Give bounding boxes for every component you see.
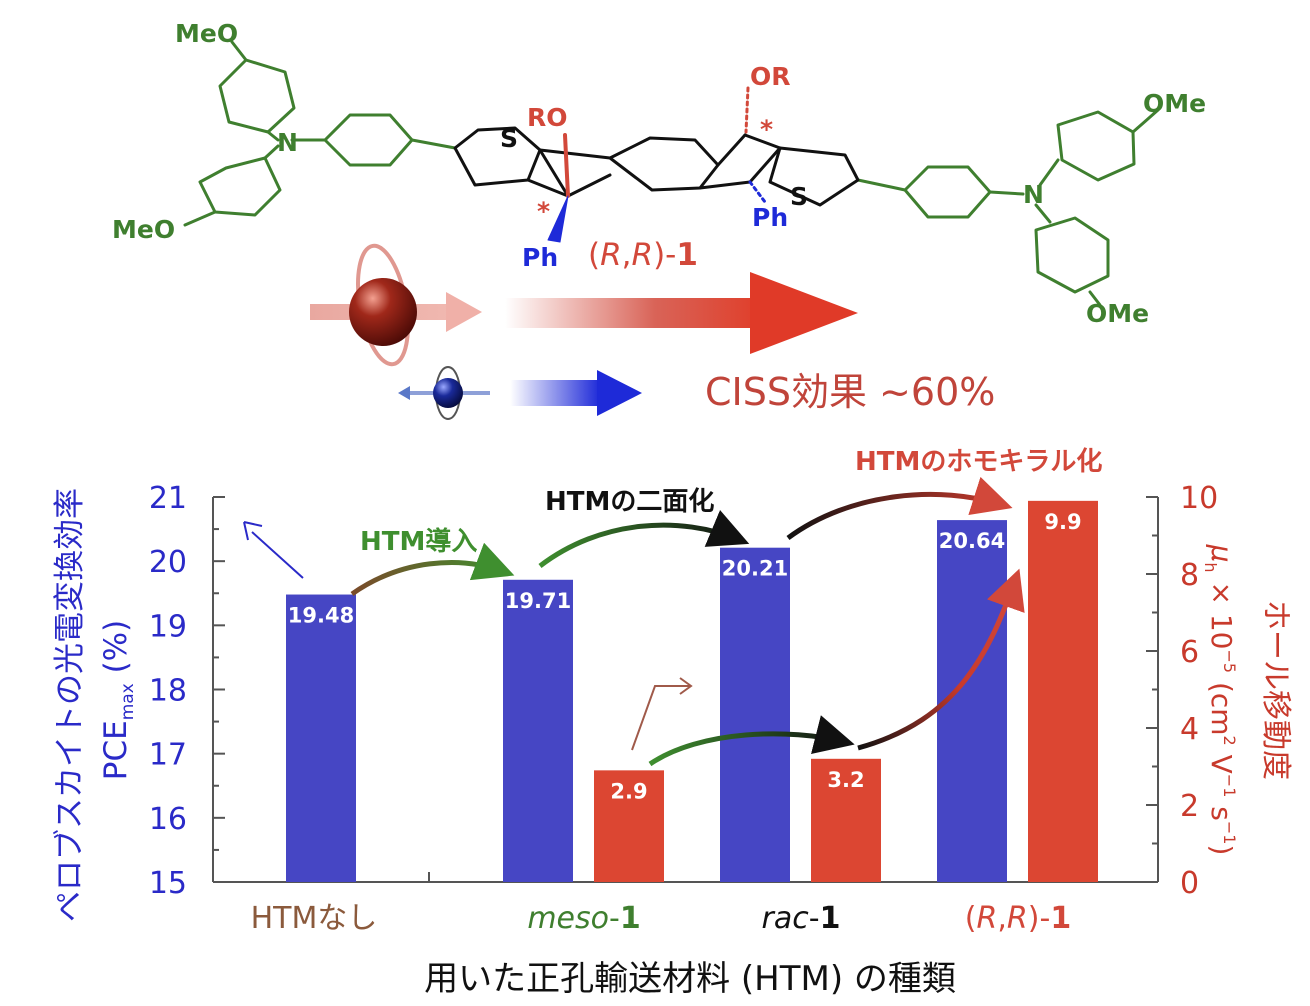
category-label: rac-1	[762, 901, 841, 936]
right-tick-label: 4	[1180, 712, 1199, 747]
pce-bar	[503, 579, 573, 882]
right-axis-indicator-line	[631, 685, 690, 751]
mobility-bar	[811, 758, 881, 882]
meo-bottom-left: MeO	[112, 215, 175, 244]
category-label: (R,R)-1	[965, 901, 1071, 936]
arrow-htm-homochiral	[786, 476, 1013, 541]
blue-spin-ball	[433, 378, 463, 408]
right-triarylamine	[856, 108, 1160, 307]
n-right: N	[1023, 180, 1044, 209]
blue-arrow-shaft	[510, 380, 600, 406]
right-tick-label: 0	[1180, 866, 1199, 901]
s-right: S	[790, 182, 808, 211]
ome-top-right: OMe	[1143, 89, 1206, 118]
left-tick-label: 17	[149, 738, 187, 773]
blue-spin-arrowhead	[398, 386, 410, 400]
right-tick-label: 2	[1180, 789, 1199, 824]
left-tick-label: 15	[149, 866, 187, 901]
pce-bar-label: 20.21	[722, 557, 788, 581]
pce-bar-label: 20.64	[939, 529, 1005, 553]
core-ring-system	[453, 126, 860, 207]
pce-bar-label: 19.71	[505, 589, 571, 613]
red-arrow-head	[750, 272, 858, 354]
mobility-bar	[594, 770, 664, 882]
right-tick-label: 10	[1180, 481, 1218, 516]
left-triarylamine	[183, 40, 457, 227]
star-right: *	[760, 115, 773, 144]
ph-right: Ph	[752, 203, 788, 232]
pce-bar-label: 19.48	[288, 604, 354, 628]
left-axis-title-pce: PCEmax (%)	[98, 620, 138, 780]
annotation-htm-intro: HTM導入	[360, 526, 477, 557]
right-axis-title-unit: μh × 10−5 (cm2 V−1 s−1)	[1201, 544, 1239, 856]
arrow-mobility-homochiral	[857, 568, 1025, 751]
left-tick-label: 18	[149, 674, 187, 709]
molecule-labels: MeO MeO OMe OMe N N S S RO OR Ph Ph * *	[112, 19, 1206, 328]
pce-bar	[720, 547, 790, 882]
arrow-mobility-dimer	[648, 715, 855, 767]
left-tick-label: 19	[149, 609, 187, 644]
ro-group: RO	[527, 103, 568, 132]
ciss-label: CISS効果 ~60%	[705, 370, 995, 414]
category-label: meso-1	[527, 901, 640, 936]
red-spin-ball	[349, 278, 417, 346]
spin-illustration	[310, 243, 858, 420]
pce-bar	[286, 594, 356, 882]
mobility-bar	[1028, 500, 1098, 882]
left-axis-indicator-line	[251, 531, 304, 579]
annotation-htm-homochiral: HTMのホモキラル化	[855, 447, 1102, 477]
right-axis-indicator-head	[679, 677, 693, 695]
or-group: OR	[750, 62, 791, 91]
category-label: HTMなし	[251, 901, 378, 936]
ome-bottom-right: OMe	[1086, 299, 1149, 328]
left-tick-label: 20	[149, 545, 187, 580]
left-axis-title: ペロブスカイトの光電変換効率	[52, 488, 88, 922]
right-axis-title: ホール移動度	[1258, 600, 1293, 780]
meo-top-left: MeO	[175, 19, 238, 48]
molecule-structure	[183, 40, 1160, 307]
mobility-bar-label: 2.9	[610, 779, 647, 803]
left-tick-label: 16	[149, 802, 187, 837]
s-left: S	[500, 124, 518, 153]
annotation-htm-dimer: HTMの二面化	[545, 487, 714, 517]
molecule-name: (R,R)-1	[588, 237, 698, 273]
blue-arrow-head	[597, 370, 642, 416]
arrow-htm-intro	[350, 542, 515, 597]
right-tick-label: 6	[1180, 635, 1199, 670]
left-tick-label: 21	[149, 481, 187, 516]
left-axis-indicator-head	[243, 521, 263, 541]
star-left: *	[537, 197, 550, 226]
arrow-htm-dimer	[538, 510, 750, 568]
right-tick-label: 8	[1180, 558, 1199, 593]
ph-left: Ph	[522, 243, 558, 272]
x-axis-title: 用いた正孔輸送材料 (HTM) の種類	[424, 959, 956, 999]
red-arrow-shaft	[505, 298, 755, 328]
mobility-bar-label: 3.2	[827, 768, 864, 792]
pink-arrow-head	[446, 292, 482, 332]
mobility-bar-label: 9.9	[1044, 510, 1081, 534]
bar-chart: 15 16 17 18 19 20 21 0 2 4 6 8 10 19.48 19.71 2.9 20.21 3…	[52, 447, 1293, 999]
n-left: N	[277, 128, 298, 157]
